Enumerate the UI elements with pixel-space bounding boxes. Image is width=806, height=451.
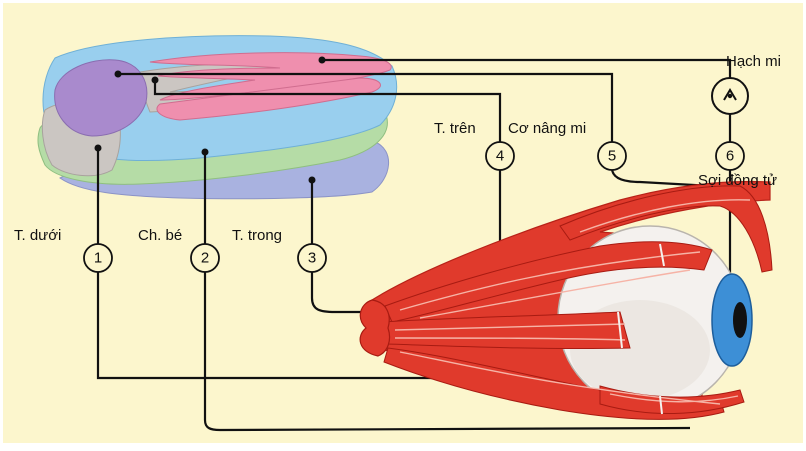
label-t-tren: T. trên — [434, 120, 476, 137]
marker-6-label: 6 — [726, 148, 734, 165]
label-co-nang-mi: Cơ nâng mi — [508, 120, 586, 137]
marker-2-label: 2 — [201, 250, 209, 267]
marker-5-label: 5 — [608, 148, 616, 165]
ciliary-ganglion — [712, 78, 748, 114]
label-t-trong: T. trong — [232, 227, 282, 244]
marker-6: 6 — [716, 142, 744, 170]
marker-5: 5 — [598, 142, 626, 170]
marker-3-label: 3 — [308, 250, 316, 267]
marker-1-label: 1 — [94, 250, 102, 267]
label-ch-be: Ch. bé — [138, 227, 182, 244]
pupil — [733, 302, 747, 338]
marker-2: 2 — [191, 244, 219, 272]
marker-4-label: 4 — [496, 148, 504, 165]
marker-4: 4 — [486, 142, 514, 170]
label-soi-dong-tu: Sợi đồng tử — [698, 172, 777, 189]
marker-1: 1 — [84, 244, 112, 272]
marker-3: 3 — [298, 244, 326, 272]
label-t-duoi: T. dưới — [14, 227, 61, 244]
label-hach-mi: Hạch mi — [726, 53, 781, 70]
